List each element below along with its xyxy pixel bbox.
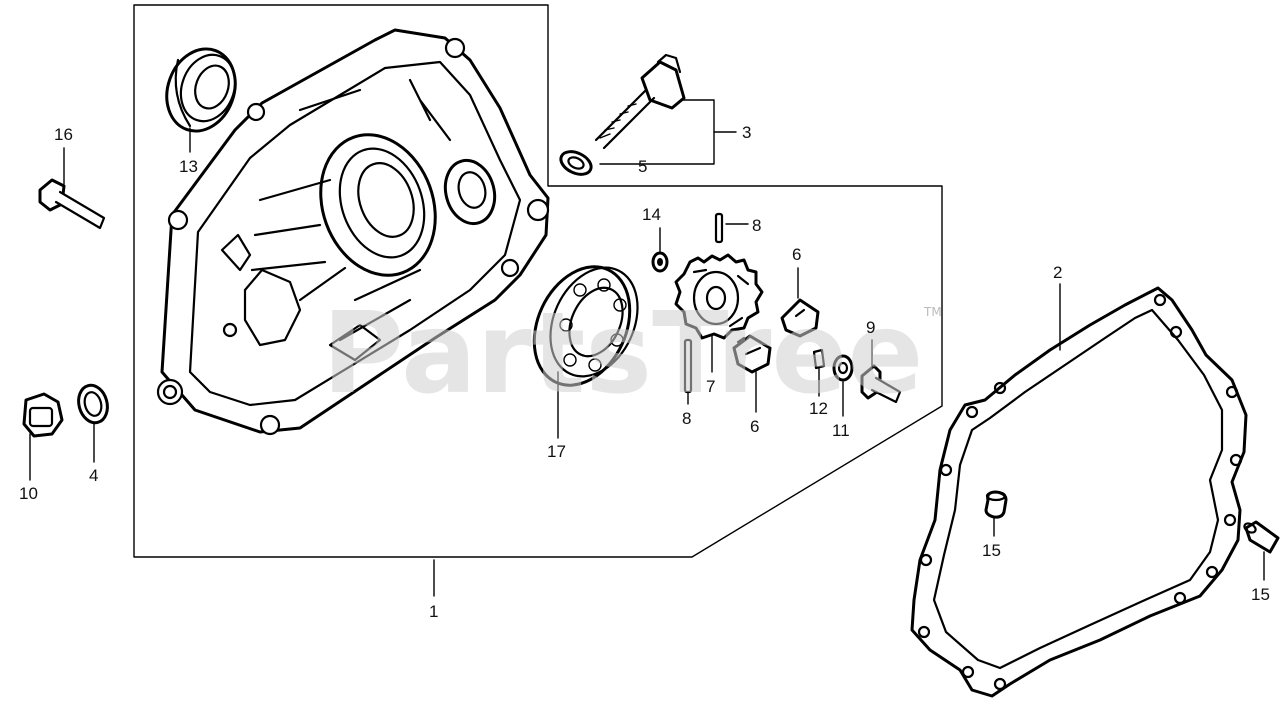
watermark-trademark: TM [923, 305, 942, 319]
callout-3: 3 [742, 123, 751, 142]
assembly-boundary [133, 4, 943, 558]
dowel-pin-outer[interactable] [1243, 520, 1280, 554]
callout-7: 7 [706, 377, 715, 396]
callout-15-outer: 15 [1251, 585, 1270, 604]
gauge-o-ring[interactable] [557, 147, 594, 179]
callout-8-upper: 8 [752, 216, 761, 235]
governor-weight-lower[interactable] [732, 334, 772, 374]
drain-plug-washer[interactable] [75, 382, 112, 426]
watermark-text: PartsTree [322, 289, 923, 419]
callout-2: 2 [1053, 263, 1062, 282]
callout-15-inner: 15 [982, 541, 1001, 560]
oil-level-gauge[interactable] [594, 53, 686, 150]
pin-upper[interactable] [714, 212, 724, 244]
callout-11: 11 [832, 421, 850, 440]
flange-bolt[interactable] [38, 178, 106, 230]
callout-9: 9 [866, 318, 875, 337]
oil-seal[interactable] [156, 39, 247, 141]
callout-14: 14 [642, 205, 661, 224]
crankcase-cover[interactable] [156, 28, 550, 436]
callout-8-lower: 8 [682, 409, 691, 428]
thrust-washer[interactable] [651, 251, 669, 273]
callout-6-lower: 6 [750, 417, 759, 436]
callout-17: 17 [547, 442, 566, 461]
shaft-bolt[interactable] [860, 364, 902, 404]
callout-1: 1 [429, 602, 438, 621]
ball-bearing[interactable] [516, 251, 654, 401]
case-cover-gasket[interactable] [910, 286, 1248, 698]
callout-4: 4 [89, 466, 98, 485]
callout-5: 5 [638, 157, 647, 176]
dowel-pin-inner[interactable] [984, 490, 1008, 519]
washer[interactable] [832, 354, 854, 382]
callout-6-upper: 6 [792, 245, 801, 264]
callout-bracket-3 [599, 99, 715, 165]
callout-10: 10 [19, 484, 38, 503]
callout-12: 12 [809, 399, 828, 418]
callout-13: 13 [179, 157, 198, 176]
drain-plug[interactable] [22, 392, 64, 438]
small-pin[interactable] [812, 348, 826, 370]
callout-16: 16 [54, 125, 73, 144]
governor-holder-upper[interactable] [780, 298, 820, 338]
governor-gear[interactable] [674, 253, 764, 340]
